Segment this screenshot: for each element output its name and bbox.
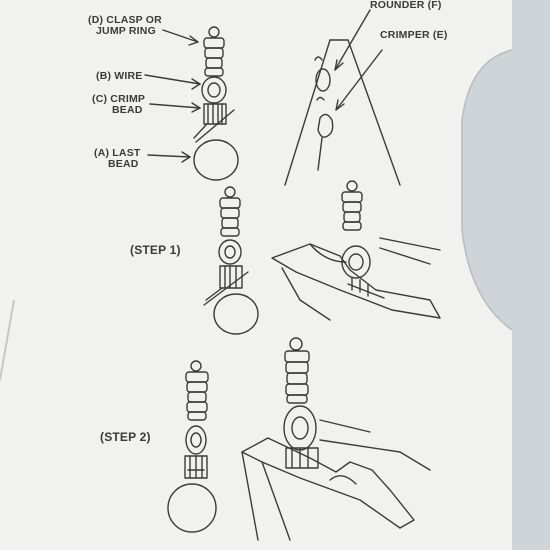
diagram-pliers-jaws — [284, 9, 401, 186]
label-last-line2: BEAD — [108, 158, 139, 170]
label-crimp-line2: BEAD — [112, 104, 143, 116]
label-step1: (STEP 1) — [130, 243, 181, 257]
label-clasp-line1: (D) CLASP OR — [88, 14, 162, 26]
rounder-notch-icon — [315, 68, 331, 92]
diagram-step1-assembly — [203, 186, 259, 335]
diagram-main-assembly — [193, 26, 239, 181]
label-arrows — [144, 29, 201, 163]
diagram-step2-assembly — [167, 360, 217, 533]
label-clasp: (D) CLASP OR JUMP RING — [88, 15, 162, 37]
diagram-step2-pliers — [241, 337, 431, 541]
jump-ring-icon — [201, 76, 227, 104]
label-crimp-line1: (C) CRIMP — [92, 93, 146, 105]
sheet-cutout-edge — [461, 49, 513, 331]
label-last-line1: (A) LAST — [94, 147, 141, 159]
label-clasp-line2: JUMP RING — [96, 25, 156, 37]
label-rounder: ROUNDER (F) — [370, 0, 442, 11]
sheet-left-edge — [0, 299, 15, 381]
label-last-bead: (A) LAST BEAD — [94, 148, 141, 170]
last-bead-icon — [193, 139, 239, 181]
label-crimper: CRIMPER (E) — [380, 29, 448, 41]
label-step2: (STEP 2) — [100, 430, 151, 444]
clasp-ring-icon — [208, 26, 220, 38]
wire-icon — [195, 109, 235, 143]
label-wire: (B) WIRE — [96, 70, 143, 82]
diagram-step1-pliers — [271, 180, 441, 321]
label-crimp: (C) CRIMP BEAD — [92, 94, 145, 116]
crimper-notch-icon — [317, 113, 334, 138]
paper-sheet — [0, 0, 512, 550]
